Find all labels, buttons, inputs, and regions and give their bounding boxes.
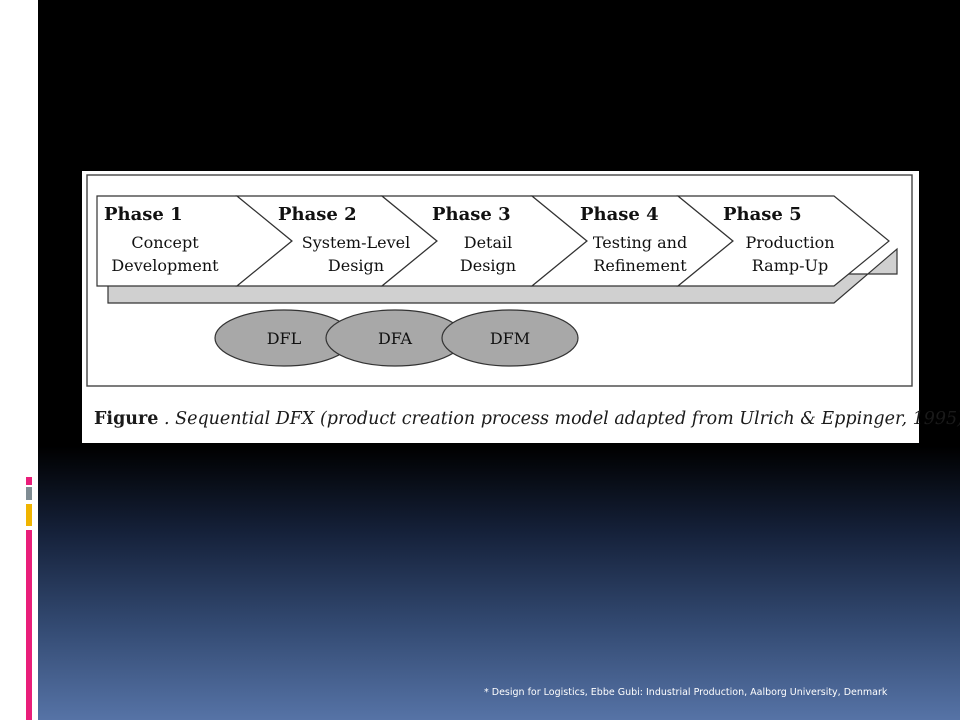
figure-caption: Figure . Sequential DFX (product creatio… [94, 409, 960, 429]
phase-chevron-5 [676, 195, 890, 287]
phase-1-line2: Development [111, 256, 219, 275]
phase-2-line2: Design [328, 256, 384, 275]
caption-text: . Sequential DFX (product creation proce… [163, 409, 960, 429]
phase-4-line1: Testing and [593, 233, 687, 252]
process-diagram: Phase 1 Concept Development Phase 2 Syst… [86, 174, 913, 387]
phase-2-line1: System-Level [302, 233, 410, 252]
phase-2-number: Phase 2 [278, 204, 357, 225]
ellipse-dfl-label: DFL [267, 329, 302, 348]
process-figure: Phase 1 Concept Development Phase 2 Syst… [82, 171, 960, 443]
phase-5-number: Phase 5 [723, 204, 802, 225]
phase-1-number: Phase 1 [104, 204, 183, 225]
accent-stripe-gray [26, 487, 32, 500]
white-left-strip [0, 0, 38, 720]
accent-stripe-pink-long [26, 530, 32, 720]
phase-1-line1: Concept [131, 233, 199, 252]
ellipse-dfm [441, 309, 579, 367]
footnote: * Design for Logistics, Ebbe Gubi: Indus… [484, 687, 888, 698]
phase-3-line1: Detail [464, 233, 513, 252]
caption-label: Figure [94, 409, 159, 429]
ellipse-dfm-label: DFM [490, 329, 530, 348]
accent-stripe-pink [26, 477, 32, 485]
phase-5-line2: Ramp-Up [752, 256, 829, 275]
phase-4-line2: Refinement [593, 256, 687, 275]
phase-3-line2: Design [460, 256, 516, 275]
phase-3-number: Phase 3 [432, 204, 511, 225]
ellipse-dfa-label: DFA [378, 329, 413, 348]
phase-4-number: Phase 4 [580, 204, 659, 225]
phase-5-line1: Production [745, 233, 834, 252]
accent-stripe-yellow [26, 504, 32, 526]
